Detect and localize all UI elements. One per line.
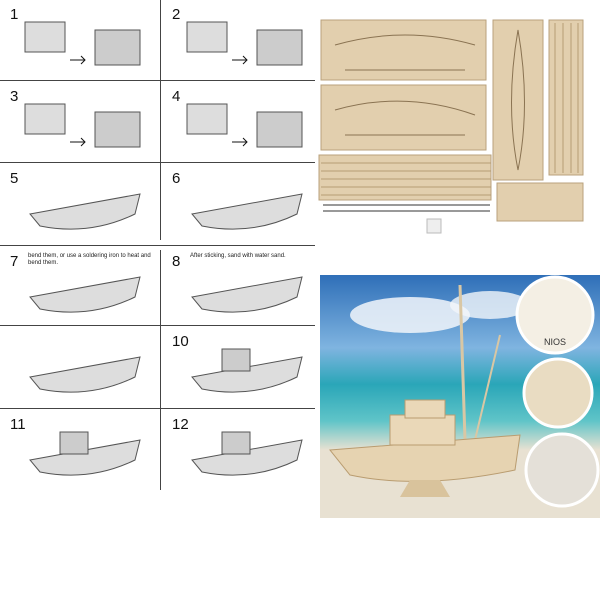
step-number: 3	[10, 88, 19, 105]
divider	[0, 325, 315, 326]
assembly-step-2: 2	[162, 0, 317, 78]
divider	[0, 245, 315, 246]
step-illustration	[24, 103, 141, 148]
step-illustration	[29, 431, 141, 476]
step-number: 6	[172, 170, 181, 187]
step-number: 7	[10, 253, 19, 270]
step-illustration	[191, 193, 303, 230]
assembly-step-8: 8 After sticking, sand with water sand.	[162, 247, 317, 325]
step-number: 2	[172, 6, 181, 23]
step-caption: bend them, or use a soldering iron to he…	[28, 253, 151, 266]
assembly-step-7: 7 bend them, or use a soldering iron to …	[0, 247, 155, 325]
step-number: 11	[10, 416, 26, 433]
step-illustration	[24, 21, 141, 66]
assembled-boat-photo: NIOS	[320, 275, 600, 518]
assembly-step-4: 4	[162, 82, 317, 160]
detail-inset-parts	[515, 275, 595, 355]
detail-inset-deck	[524, 432, 600, 508]
step-illustration	[191, 431, 303, 476]
divider	[160, 250, 161, 490]
inset-label: NIOS	[544, 337, 566, 347]
assembly-step-6: 6	[162, 164, 317, 242]
step-number: 5	[10, 170, 19, 187]
divider	[0, 162, 315, 163]
divider	[0, 408, 315, 409]
assembly-step-12: 12	[162, 410, 317, 488]
step-number: 4	[172, 88, 181, 105]
step-caption: After sticking, sand with water sand.	[190, 253, 286, 259]
assembly-step-10: 10	[162, 327, 317, 405]
step-illustration	[29, 276, 141, 313]
step-number: 1	[10, 6, 19, 23]
step-illustration	[186, 21, 303, 66]
step-illustration	[186, 103, 303, 148]
step-illustration	[191, 276, 303, 313]
step-number: 8	[172, 253, 181, 270]
divider	[0, 80, 315, 81]
step-illustration	[191, 348, 303, 393]
step-number: 10	[172, 333, 189, 350]
assembly-step-5: 5	[0, 164, 155, 242]
step-illustration	[29, 356, 141, 393]
detail-inset-boat	[522, 357, 594, 429]
parts-sheets-image	[315, 15, 600, 240]
assembly-step-1: 1	[0, 0, 155, 78]
assembly-step-11: 11	[0, 410, 155, 488]
divider	[160, 0, 161, 240]
assembly-step-3: 3	[0, 82, 155, 160]
step-illustration	[29, 193, 141, 230]
assembly-step-9	[0, 327, 155, 405]
step-number: 12	[172, 416, 189, 433]
